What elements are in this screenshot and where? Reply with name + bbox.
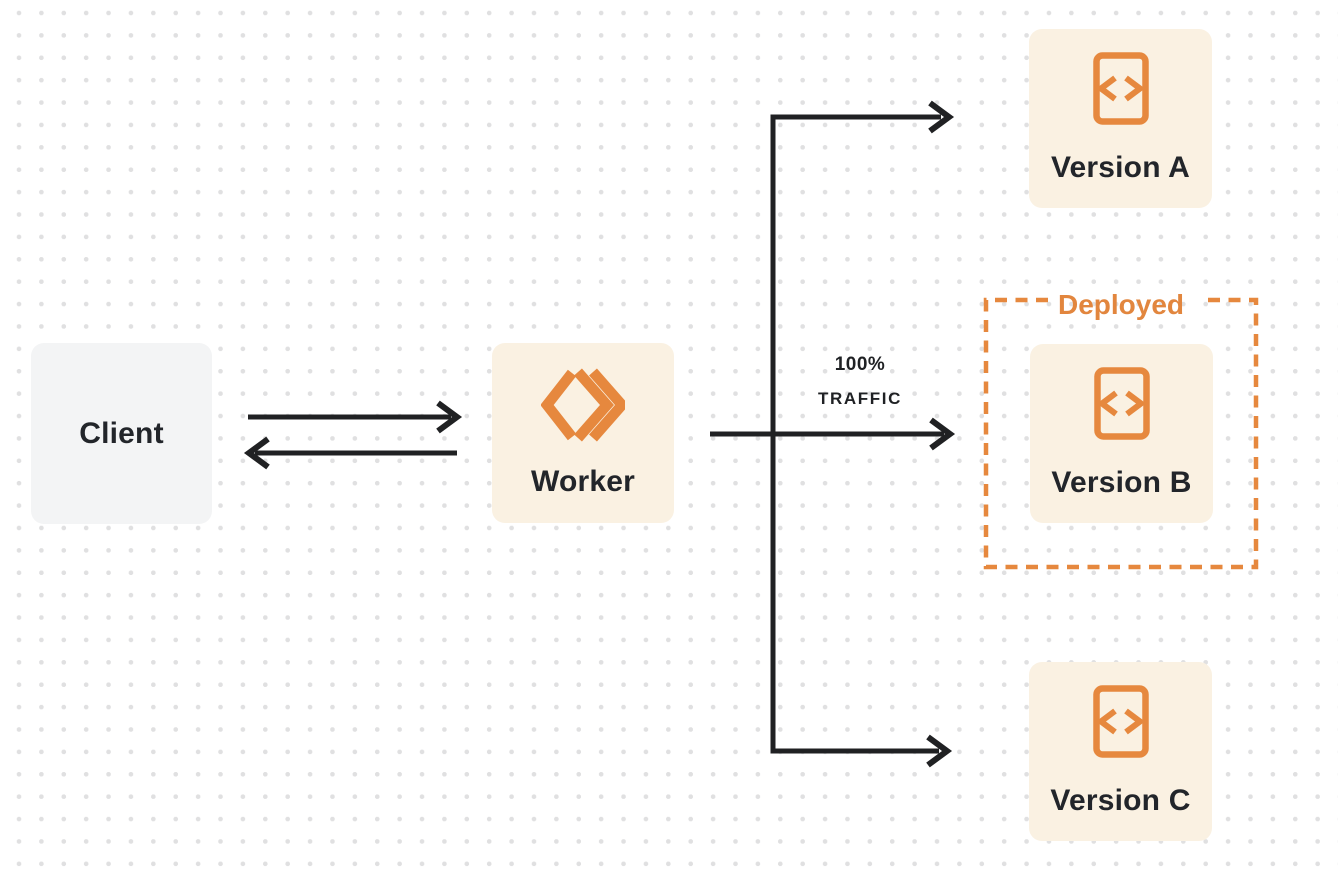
deployed-dashed-border [983,297,1259,570]
arrow-worker-to-version-b [710,417,956,451]
cloudflare-workers-icon [541,368,625,442]
client-node: Client [31,343,212,524]
arrowhead-version-c [926,734,953,768]
code-document-icon [1092,685,1149,758]
version-c-node-label: Version C [1050,784,1191,817]
worker-node-label: Worker [530,465,636,498]
version-b-node-label: Version B [1051,466,1192,499]
arrow-branch-trunk [770,100,955,768]
arrowhead-version-a [928,100,955,134]
traffic-word-text: TRAFFIC [818,389,902,408]
version-b-node: Version B [1030,344,1213,523]
version-c-node: Version C [1029,662,1212,841]
code-document-icon [1092,52,1149,125]
client-node-label: Client [79,416,164,450]
deployed-label: Deployed [1057,289,1185,320]
version-a-node: Version A [1029,29,1212,208]
worker-node: Worker [492,343,674,523]
traffic-label: 100% TRAFFIC [818,348,902,416]
arrow-worker-to-client [243,436,457,470]
arrow-client-to-worker [248,400,463,434]
traffic-percent-text: 100% [834,354,886,375]
code-document-icon [1093,367,1150,440]
version-a-node-label: Version A [1050,151,1191,184]
